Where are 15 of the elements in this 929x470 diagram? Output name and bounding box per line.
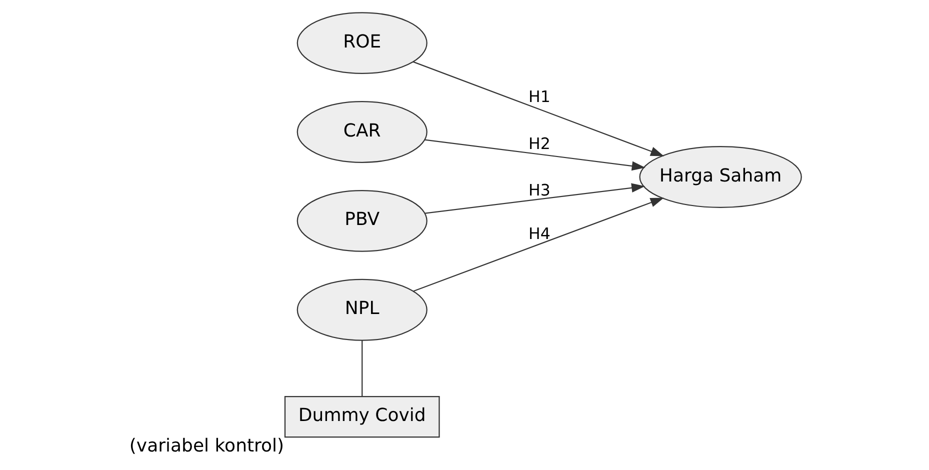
arrow — [424, 183, 645, 214]
arrow — [424, 139, 645, 171]
edge-label: H2 — [528, 134, 550, 154]
node-ellipse: NPL — [296, 278, 427, 341]
edge-label: H1 — [528, 86, 550, 106]
connector — [361, 340, 362, 396]
node-ellipse: PBV — [296, 190, 427, 252]
node-ellipse: ROE — [296, 12, 427, 74]
arrow — [412, 61, 664, 156]
edge-label: H3 — [528, 180, 550, 200]
node-ellipse: CAR — [296, 101, 427, 163]
edge-label: H4 — [528, 224, 550, 244]
node-box: Dummy Covid — [284, 396, 440, 438]
arrow — [412, 198, 664, 292]
node-label: (variabel kontrol) — [128, 436, 284, 457]
